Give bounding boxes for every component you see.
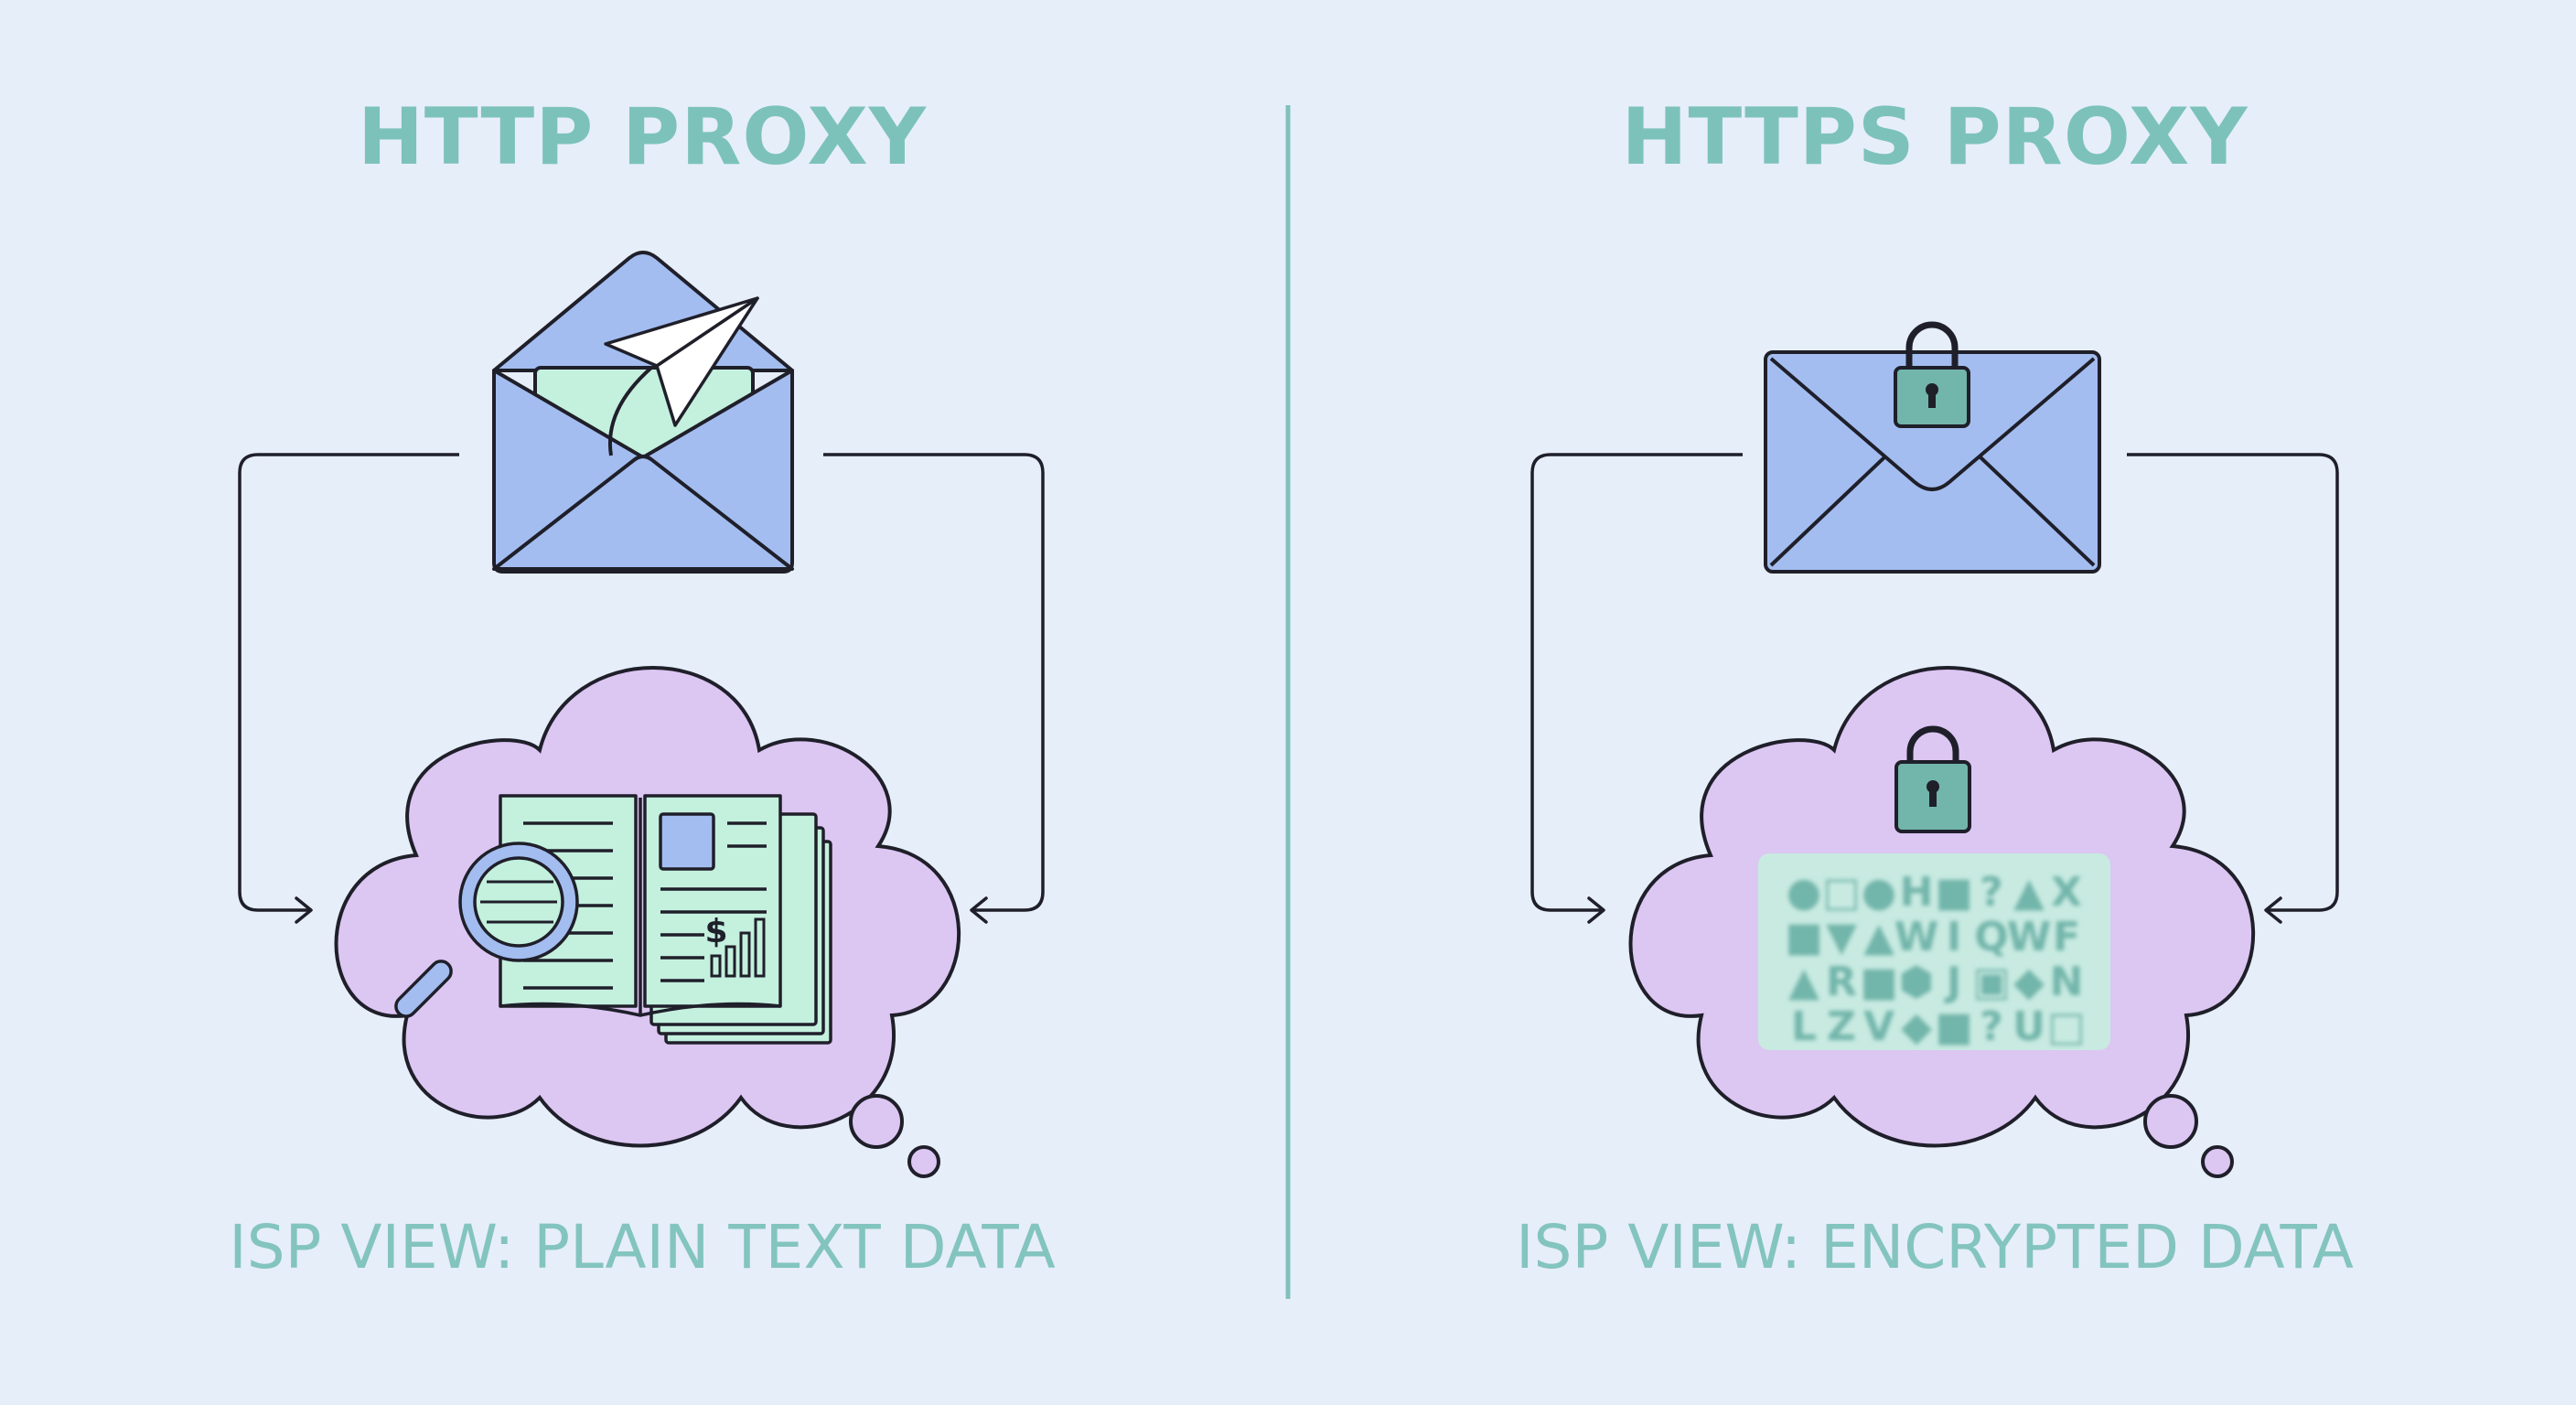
cipher-glyph: □: [1822, 869, 1861, 916]
cipher-glyph: ▲: [2013, 869, 2045, 916]
http-proxy-title: HTTP PROXY: [357, 91, 928, 183]
magnifier-icon: [394, 842, 579, 1018]
cipher-glyph: J: [1944, 959, 1961, 1005]
cipher-glyph: ?: [1980, 869, 2003, 916]
cipher-glyph: N: [2050, 959, 2084, 1005]
cipher-glyph: X: [2051, 869, 2082, 916]
cipher-glyph: Z: [1827, 1003, 1856, 1050]
cipher-glyph: □: [2047, 1003, 2086, 1050]
https-isp-view-caption: ISP VIEW: ENCRYPTED DATA: [1516, 1212, 2354, 1282]
cipher-glyph: ▲: [1863, 914, 1894, 960]
cipher-glyph: ▣: [1972, 959, 2011, 1005]
encrypted-data-block: [1758, 853, 2110, 1050]
cipher-glyph: W: [1894, 914, 1939, 960]
http-panel: $: [238, 251, 1045, 1178]
cipher-glyph: F: [2053, 914, 2080, 960]
padlock-icon: [1894, 321, 1970, 428]
cipher-glyph: ◆: [1901, 1003, 1932, 1050]
http-left-flow-arrow: [238, 453, 459, 924]
cipher-glyph: U: [2012, 1003, 2045, 1050]
cipher-glyph: ●: [1862, 869, 1896, 916]
cipher-glyph: ⬢: [1899, 959, 1934, 1005]
cipher-glyph: ▲: [1788, 959, 1819, 1005]
https-right-flow-arrow: [2127, 453, 2339, 924]
cipher-glyph: L: [1791, 1003, 1817, 1050]
cipher-glyph: ■: [1785, 914, 1823, 960]
http-right-flow-arrow: [823, 453, 1045, 924]
cipher-glyph: Q: [1974, 914, 2008, 960]
cipher-glyph: R: [1826, 959, 1857, 1005]
cipher-glyph: ■: [1935, 1003, 1973, 1050]
https-proxy-title: HTTPS PROXY: [1621, 91, 2249, 183]
envelope-icon: [1764, 350, 2101, 574]
cipher-glyph: W: [2007, 914, 2052, 960]
paper-plane-icon: [604, 296, 759, 427]
padlock-icon: [1894, 725, 1971, 833]
cipher-glyph: ?: [1980, 1003, 2003, 1050]
cipher-glyph: V: [1863, 1003, 1894, 1050]
cipher-glyph: H: [1900, 869, 1934, 916]
cipher-glyph: ◆: [2013, 959, 2045, 1005]
cipher-glyph: I: [1947, 914, 1961, 960]
https-left-flow-arrow: [1530, 453, 1743, 924]
dollar-symbol: $: [704, 913, 727, 950]
cipher-glyph: ▼: [1826, 914, 1857, 960]
cipher-glyph: ■: [1860, 959, 1898, 1005]
bar-chart-icon: [710, 917, 766, 978]
http-isp-view-caption: ISP VIEW: PLAIN TEXT DATA: [229, 1212, 1056, 1282]
cipher-glyph: ■: [1935, 869, 1973, 916]
cipher-glyph: ●: [1787, 869, 1821, 916]
